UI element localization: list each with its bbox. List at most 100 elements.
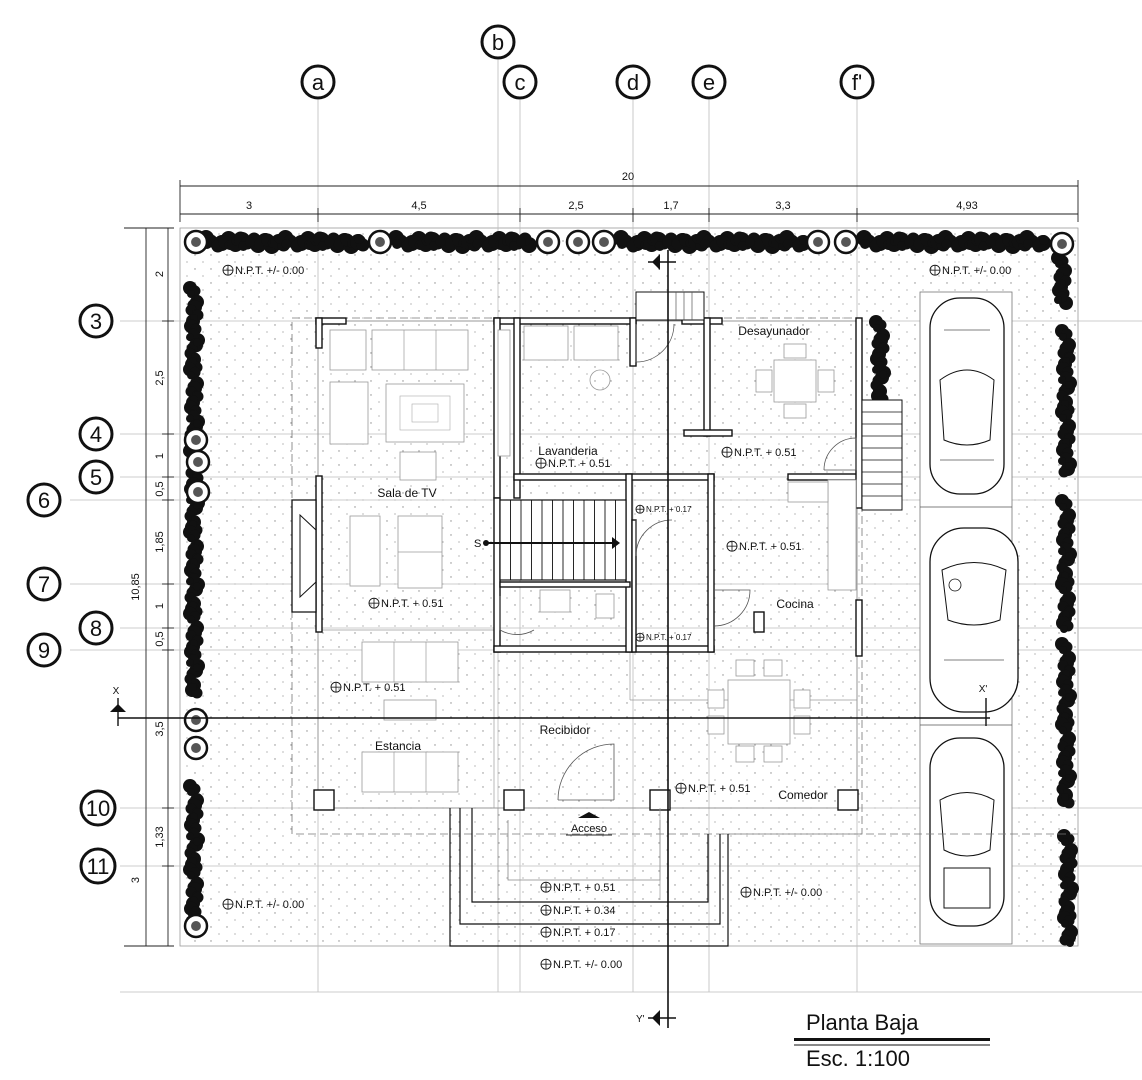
svg-text:X': X' xyxy=(979,684,988,695)
plan-scale: Esc. 1:100 xyxy=(806,1046,910,1071)
room-label-estancia: Estancia xyxy=(375,739,421,753)
column-axis-e: e xyxy=(691,64,727,100)
column-axis-b: b xyxy=(480,24,516,60)
level-text: N.P.T. + 0.51 xyxy=(343,682,405,694)
round-bush-core xyxy=(191,743,201,753)
svg-text:2,5: 2,5 xyxy=(568,200,583,212)
column-axis-d: d xyxy=(615,64,651,100)
shrub xyxy=(872,365,880,374)
level-marker-estancia: N.P.T. + 0.51 xyxy=(330,681,405,694)
round-bush-core xyxy=(573,237,583,247)
svg-text:3,3: 3,3 xyxy=(775,200,790,212)
shrub xyxy=(1060,625,1068,633)
round-bush-core xyxy=(543,237,553,247)
level-marker-desayunador: N.P.T. + 0.51 xyxy=(721,446,796,459)
shrub xyxy=(1065,552,1073,561)
shrub xyxy=(879,370,887,379)
hedges xyxy=(183,229,1079,947)
shrub xyxy=(187,871,195,880)
shrub xyxy=(193,419,201,428)
shrub xyxy=(1059,333,1067,341)
shrub xyxy=(245,237,256,247)
shrub xyxy=(1059,503,1067,511)
shrub xyxy=(1059,414,1067,422)
level-marker-comedor: N.P.T. + 0.51 xyxy=(675,782,750,795)
svg-text:1: 1 xyxy=(154,603,166,609)
shrub xyxy=(941,239,952,249)
level-text: N.P.T. + 0.51 xyxy=(381,598,443,610)
shrub xyxy=(662,237,673,247)
round-bush-core xyxy=(193,487,203,497)
room-label-desayunador: Desayunador xyxy=(738,324,809,338)
round-bush-core xyxy=(813,237,823,247)
shrub xyxy=(1061,919,1069,928)
doors xyxy=(499,323,857,801)
svg-text:Y': Y' xyxy=(636,1014,645,1025)
svg-text:3: 3 xyxy=(246,200,252,212)
round-bush-core xyxy=(191,715,201,725)
level-text: N.P.T. + 0.17 xyxy=(646,505,692,514)
level-marker-step-3: N.P.T. + 0.17 xyxy=(540,926,615,939)
level-text: N.P.T. + 0.51 xyxy=(553,882,615,894)
room-label-lavanderia: Lavanderia xyxy=(538,444,598,458)
svg-text:10: 10 xyxy=(86,796,110,821)
side-steps xyxy=(861,399,903,511)
svg-text:1,33: 1,33 xyxy=(154,826,166,847)
room-label-comedor: Comedor xyxy=(778,788,827,802)
shrub xyxy=(187,290,195,298)
walls xyxy=(313,317,863,811)
level-marker-cocina: N.P.T. + 0.51 xyxy=(726,540,801,553)
svg-text:4,5: 4,5 xyxy=(411,200,426,212)
svg-text:2,5: 2,5 xyxy=(154,370,166,385)
fireplace xyxy=(291,499,317,613)
shrub xyxy=(281,239,292,249)
shrub xyxy=(187,788,195,796)
shrub xyxy=(186,832,194,841)
svg-text:1,7: 1,7 xyxy=(663,200,678,212)
shrub xyxy=(1039,235,1049,245)
car-3 xyxy=(929,737,1005,927)
row-axis-7: 7 xyxy=(26,566,62,602)
plan-title: Planta Baja xyxy=(806,1010,919,1035)
shrub xyxy=(193,837,201,846)
level-marker-bano-1: N.P.T. + 0.17 xyxy=(635,504,692,514)
level-text: N.P.T. +/- 0.00 xyxy=(753,887,822,899)
row-axis-4: 4 xyxy=(78,416,114,452)
svg-text:2: 2 xyxy=(154,271,166,277)
shrub xyxy=(516,237,526,247)
svg-text:11: 11 xyxy=(87,854,110,879)
shrub xyxy=(435,237,446,247)
stair-direction-label: S xyxy=(474,538,481,550)
stair: S xyxy=(474,499,627,581)
column-axis-c: c xyxy=(502,64,538,100)
shrub xyxy=(193,582,201,591)
svg-text:8: 8 xyxy=(90,616,102,641)
shrub xyxy=(193,338,201,347)
svg-text:3: 3 xyxy=(90,309,102,334)
svg-text:0,5: 0,5 xyxy=(154,631,166,646)
shrub xyxy=(186,658,194,667)
row-axis-8: 8 xyxy=(78,610,114,646)
service-stair xyxy=(635,291,705,321)
car-2 xyxy=(929,527,1019,713)
round-bush-core xyxy=(193,457,203,467)
shrub xyxy=(189,683,197,691)
level-marker-step-4: N.P.T. +/- 0.00 xyxy=(540,958,622,971)
row-axis-11: 11 xyxy=(79,847,117,885)
level-text: N.P.T. +/- 0.00 xyxy=(553,959,622,971)
shrub xyxy=(744,237,755,247)
top-dimensions: 20 3 4,5 2,5 1,7 3,3 4,93 xyxy=(179,171,1079,222)
shrub xyxy=(1061,793,1069,801)
level-text: N.P.T. + 0.51 xyxy=(688,783,750,795)
left-dimensions: 10,85 2 2,5 1 0,5 1,85 1 0,5 3,5 1,33 3 xyxy=(124,227,174,947)
svg-text:3: 3 xyxy=(130,877,142,883)
entrance-steps xyxy=(449,808,729,947)
shrub xyxy=(1054,296,1062,304)
svg-text:0,5: 0,5 xyxy=(154,481,166,496)
room-labels: Sala de TV Lavanderia Desayunador Cocina… xyxy=(375,324,828,836)
svg-text:X: X xyxy=(113,686,120,697)
level-text: N.P.T. + 0.17 xyxy=(646,633,692,642)
row-axis-5: 5 xyxy=(78,459,114,495)
round-bush-core xyxy=(375,237,385,247)
